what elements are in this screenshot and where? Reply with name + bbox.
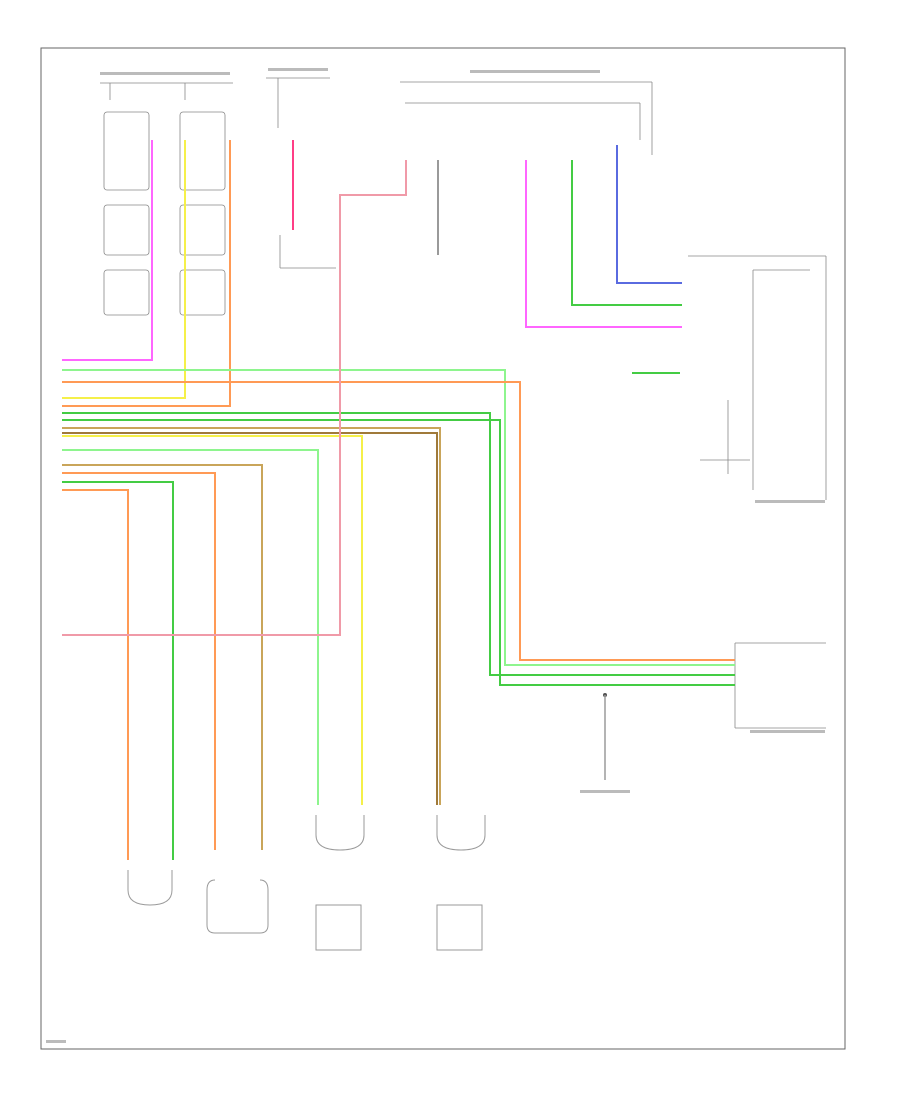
lower-sensor-group (127, 815, 486, 951)
diagram-frame (40, 47, 846, 1050)
top-left-connector-group (100, 82, 233, 316)
label-marks (46, 68, 825, 1043)
passenger-presence-module-box (603, 642, 826, 780)
top-center-module (266, 77, 336, 269)
top-right-bus (400, 81, 653, 155)
instrument-cluster-box (688, 255, 827, 500)
harness-wires (62, 140, 735, 860)
